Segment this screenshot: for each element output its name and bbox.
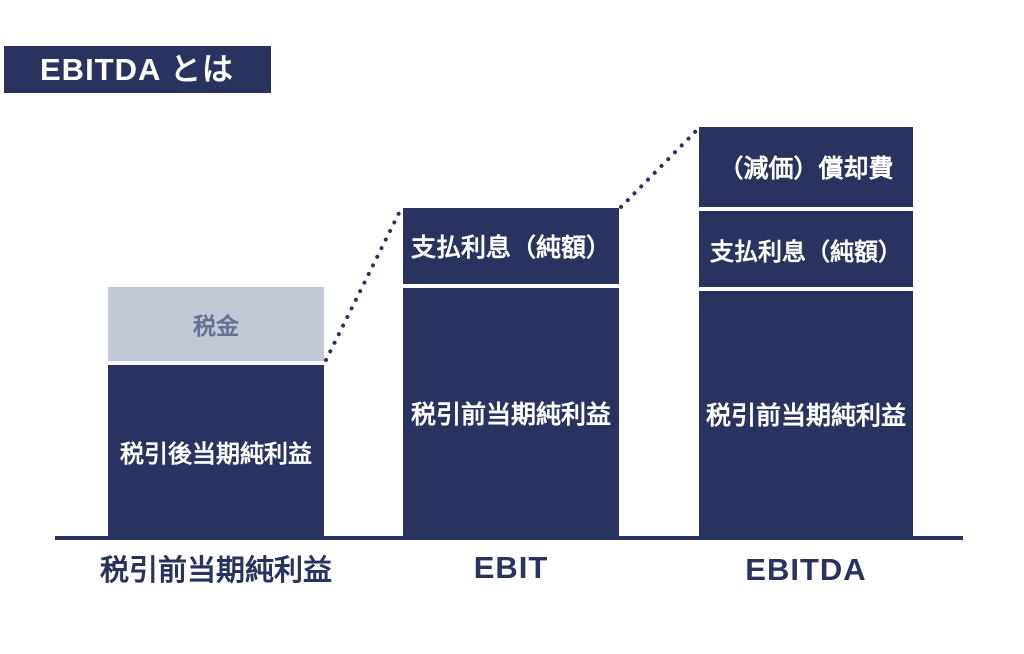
bar3-segment-depreciation: （減価）償却費 xyxy=(699,127,913,207)
axis-baseline xyxy=(55,536,963,540)
bar3-segment-pretax-income-label: 税引前当期純利益 xyxy=(705,402,906,430)
bar2-segment-interest-label: 支払利息（純額） xyxy=(410,234,611,262)
bar2-segment-interest: 支払利息（純額） xyxy=(403,208,619,284)
bar1-segment-tax-label: 税金 xyxy=(193,313,239,339)
page-title: EBITDA とは xyxy=(4,46,271,93)
bar1-segment-net-income-after-tax-label: 税引後当期純利益 xyxy=(120,440,312,468)
bar3-segment-interest: 支払利息（純額） xyxy=(699,211,913,287)
bar1-segment-net-income-after-tax: 税引後当期純利益 xyxy=(108,365,324,537)
bar3-segment-pretax-income: 税引前当期純利益 xyxy=(699,291,913,537)
bar3-segment-interest-label: 支払利息（純額） xyxy=(710,238,902,266)
dotted-connector-bar1-bar2 xyxy=(324,211,401,362)
bar1-segment-tax: 税金 xyxy=(108,287,324,361)
bar2-segment-pretax-income: 税引前当期純利益 xyxy=(403,288,619,537)
axis-label-ebitda: EBITDA xyxy=(745,552,867,587)
dotted-connector-bar2-bar3 xyxy=(619,129,698,209)
bar3-segment-depreciation-label: （減価）償却費 xyxy=(718,155,894,183)
axis-label-pretax-income: 税引前当期純利益 xyxy=(99,555,332,587)
bar2-segment-pretax-income-label: 税引前当期純利益 xyxy=(410,400,611,429)
axis-label-ebit: EBIT xyxy=(473,550,549,585)
